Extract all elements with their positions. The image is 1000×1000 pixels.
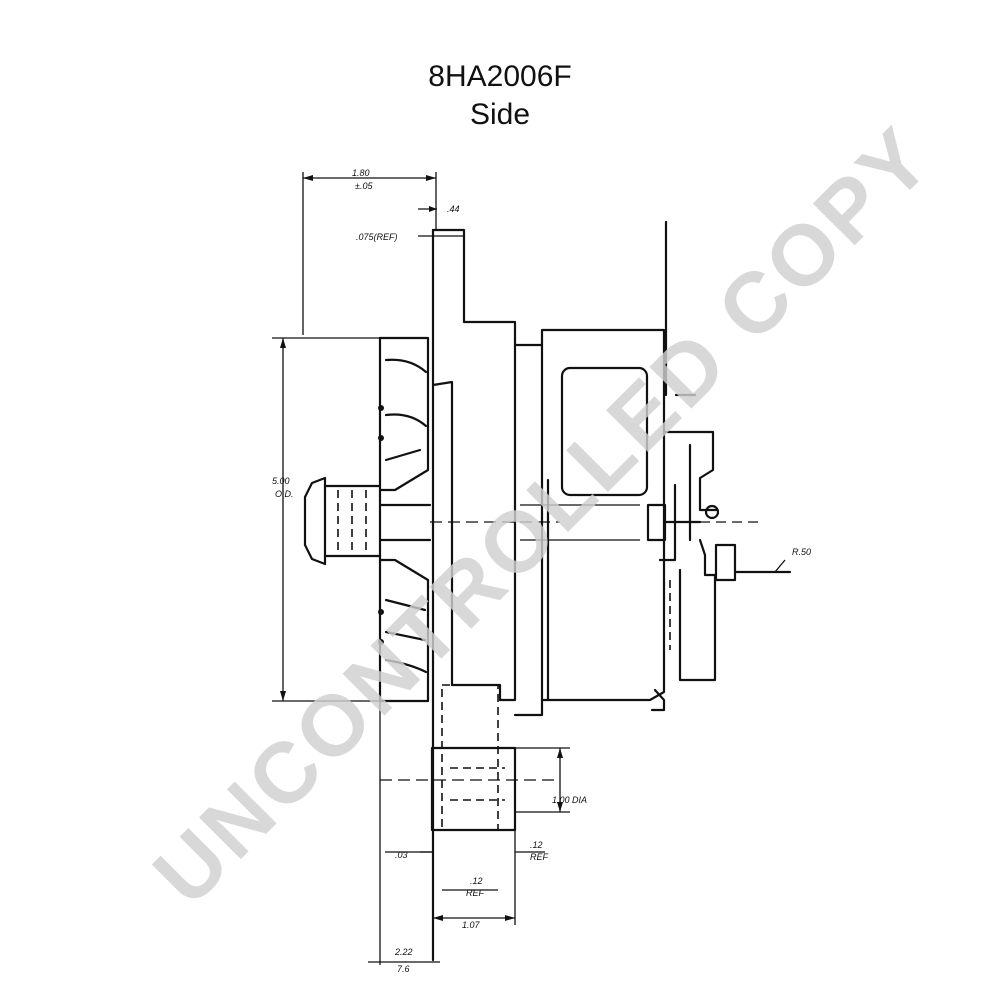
dim-diameter-unit: O.D. [275,489,294,499]
dim-bottom-width: 1.07 [462,920,481,930]
dim-terminal-radius: R.50 [792,547,811,557]
stator-body [513,328,666,717]
dim-top-tolerance: ±.05 [355,181,373,191]
part-number: 8HA2006F [428,60,572,93]
dim-right-gap: .12 [530,840,543,850]
dim-flange-thickness: .075(REF) [356,232,398,242]
rear-terminal: R.50 [646,220,811,682]
dim-mount-diameter: 1.00 DIA [552,795,587,805]
pulley-fan [378,336,430,703]
title-block: 8HA2006F Side [0,58,1000,134]
dim-center-gap-ref: REF [466,888,485,898]
diameter-dimension: 5.00 O.D. [272,337,380,702]
front-housing [431,228,517,962]
bottom-dimensions: .03 .12 REF .12 REF 1.07 2.22 7.6 [368,701,549,974]
dim-bottom-left-2: 7.6 [397,964,410,974]
dim-center-gap: .12 [470,876,483,886]
dim-diameter: 5.00 [272,476,290,486]
dim-top-width: 1.80 [352,168,370,178]
dim-small-offset: .44 [447,204,460,214]
top-dimension: 1.80 ±.05 .44 .075(REF) [302,168,464,335]
view-label: Side [469,98,531,131]
dim-bottom-left: 2.22 [394,947,413,957]
dim-right-gap-ref: REF [530,852,549,862]
mounting-lug: 1.00 DIA [380,684,587,832]
dim-left-gap: .03 [395,850,408,860]
